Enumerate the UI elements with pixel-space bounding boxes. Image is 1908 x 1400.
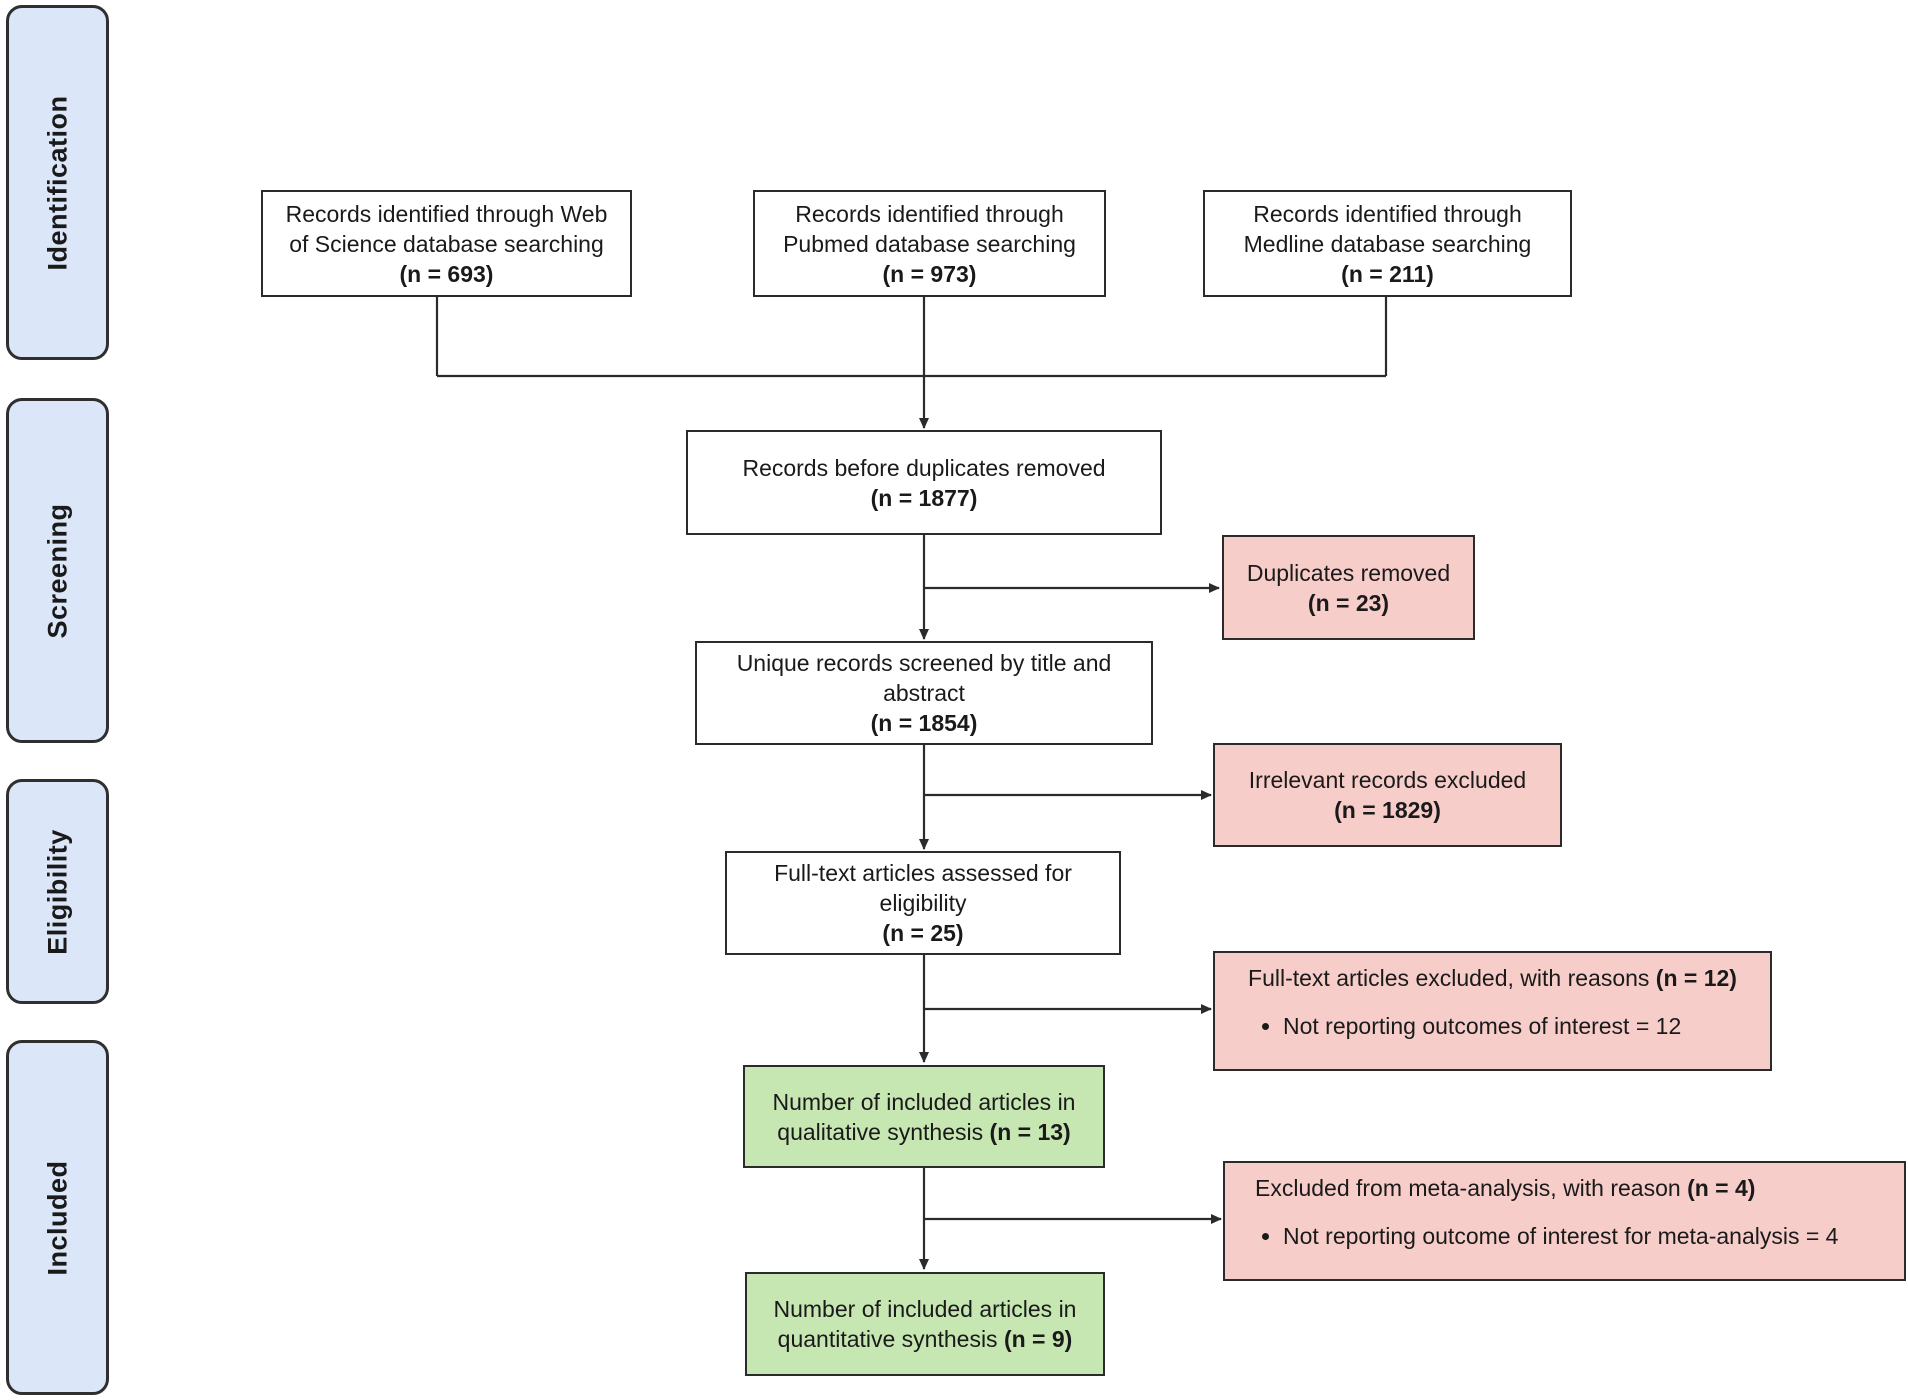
box-meta-excluded-reasons: Not reporting outcome of interest for me… xyxy=(1235,1221,1894,1251)
box-irrelevant-excluded: Irrelevant records excluded (n = 1829) xyxy=(1213,743,1562,847)
box-fulltext-assessed-count: (n = 25) xyxy=(882,920,964,946)
box-fulltext-assessed: Full-text articles assessed for eligibil… xyxy=(725,851,1121,955)
box-meta-excluded-count: (n = 4) xyxy=(1687,1175,1756,1201)
box-pubmed-text: Records identified through Pubmed databa… xyxy=(783,200,1076,257)
box-irrelevant-excluded-count: (n = 1829) xyxy=(1334,797,1441,823)
box-quantitative-count: (n = 9) xyxy=(1003,1326,1073,1352)
stage-screening: Screening xyxy=(6,398,109,743)
box-before-duplicates-text: Records before duplicates removed xyxy=(742,454,1106,481)
box-unique-screened: Unique records screened by title and abs… xyxy=(695,641,1153,745)
box-fulltext-excluded-heading: Full-text articles excluded, with reason… xyxy=(1225,963,1760,993)
box-qualitative-label: Number of included articles in qualitati… xyxy=(772,1088,1076,1145)
box-pubmed: Records identified through Pubmed databa… xyxy=(753,190,1106,297)
box-before-duplicates-count: (n = 1877) xyxy=(870,484,978,511)
box-quantitative: Number of included articles in quantitat… xyxy=(745,1272,1105,1376)
box-unique-screened-count: (n = 1854) xyxy=(870,710,978,736)
stage-eligibility: Eligibility xyxy=(6,779,109,1004)
box-irrelevant-excluded-text: Irrelevant records excluded xyxy=(1248,767,1527,793)
box-medline: Records identified through Medline datab… xyxy=(1203,190,1572,297)
box-meta-excluded-text: Excluded from meta-analysis, with reason xyxy=(1255,1175,1681,1201)
box-medline-count: (n = 211) xyxy=(1341,260,1434,287)
box-web-of-science-text: Records identified through Web of Scienc… xyxy=(285,200,608,257)
box-before-duplicates: Records before duplicates removed (n = 1… xyxy=(686,430,1162,535)
box-fulltext-excluded-reason: Not reporting outcomes of interest = 12 xyxy=(1283,1011,1760,1041)
box-duplicates-removed: Duplicates removed (n = 23) xyxy=(1222,535,1475,640)
box-qualitative: Number of included articles in qualitati… xyxy=(743,1065,1105,1168)
stage-included: Included xyxy=(6,1040,109,1395)
box-fulltext-excluded-text: Full-text articles excluded, with reason… xyxy=(1248,965,1650,991)
box-qualitative-count: (n = 13) xyxy=(989,1118,1071,1145)
box-pubmed-count: (n = 973) xyxy=(882,260,977,287)
box-fulltext-excluded: Full-text articles excluded, with reason… xyxy=(1213,951,1772,1071)
box-medline-text: Records identified through Medline datab… xyxy=(1243,200,1532,257)
box-fulltext-excluded-count: (n = 12) xyxy=(1655,965,1737,991)
box-duplicates-removed-count: (n = 23) xyxy=(1307,589,1390,616)
box-duplicates-removed-text: Duplicates removed xyxy=(1246,559,1451,586)
box-quantitative-text: Number of included articles in quantitat… xyxy=(757,1294,1093,1354)
stage-identification: Identification xyxy=(6,5,109,360)
box-fulltext-excluded-reasons: Not reporting outcomes of interest = 12 xyxy=(1225,1011,1760,1041)
box-web-of-science: Records identified through Web of Scienc… xyxy=(261,190,632,297)
box-web-of-science-count: (n = 693) xyxy=(399,260,494,287)
box-unique-screened-text: Unique records screened by title and abs… xyxy=(736,650,1112,706)
box-quantitative-label: Number of included articles in quantitat… xyxy=(773,1296,1077,1352)
box-meta-excluded-heading: Excluded from meta-analysis, with reason… xyxy=(1235,1173,1894,1203)
box-qualitative-text: Number of included articles in qualitati… xyxy=(755,1087,1093,1147)
box-meta-excluded-reason: Not reporting outcome of interest for me… xyxy=(1283,1221,1894,1251)
box-fulltext-assessed-text: Full-text articles assessed for eligibil… xyxy=(774,860,1072,916)
box-meta-excluded: Excluded from meta-analysis, with reason… xyxy=(1223,1161,1906,1281)
